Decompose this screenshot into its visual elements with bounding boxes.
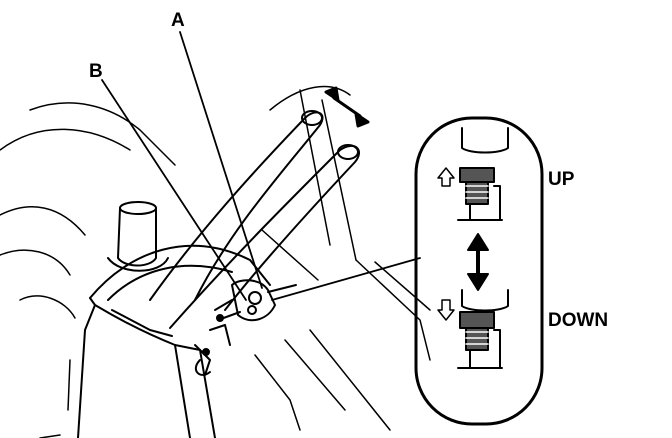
callout-leaders bbox=[101, 31, 421, 301]
brake-switch-mechanism bbox=[194, 279, 297, 376]
vertical-double-arrow-icon bbox=[467, 233, 489, 291]
detail-bubble bbox=[414, 116, 544, 426]
swing-arrow-icon bbox=[324, 86, 370, 128]
callout-label-b: B bbox=[89, 61, 103, 82]
gear-shift-knob bbox=[107, 201, 169, 272]
down-state-label: DOWN bbox=[548, 310, 609, 331]
callout-label-a: A bbox=[171, 10, 185, 31]
switch-up-state bbox=[457, 127, 509, 221]
leader-b bbox=[101, 79, 247, 301]
down-arrow-icon bbox=[437, 299, 455, 321]
brake-lever-up bbox=[149, 110, 324, 301]
center-console bbox=[77, 244, 271, 438]
leader-a bbox=[179, 31, 263, 289]
switch-down-state bbox=[457, 289, 509, 369]
leader-detail bbox=[271, 257, 421, 301]
brake-lever-down bbox=[169, 144, 360, 329]
up-state-label: UP bbox=[548, 169, 575, 190]
up-arrow-icon bbox=[437, 167, 455, 187]
background-outlines bbox=[0, 85, 431, 438]
